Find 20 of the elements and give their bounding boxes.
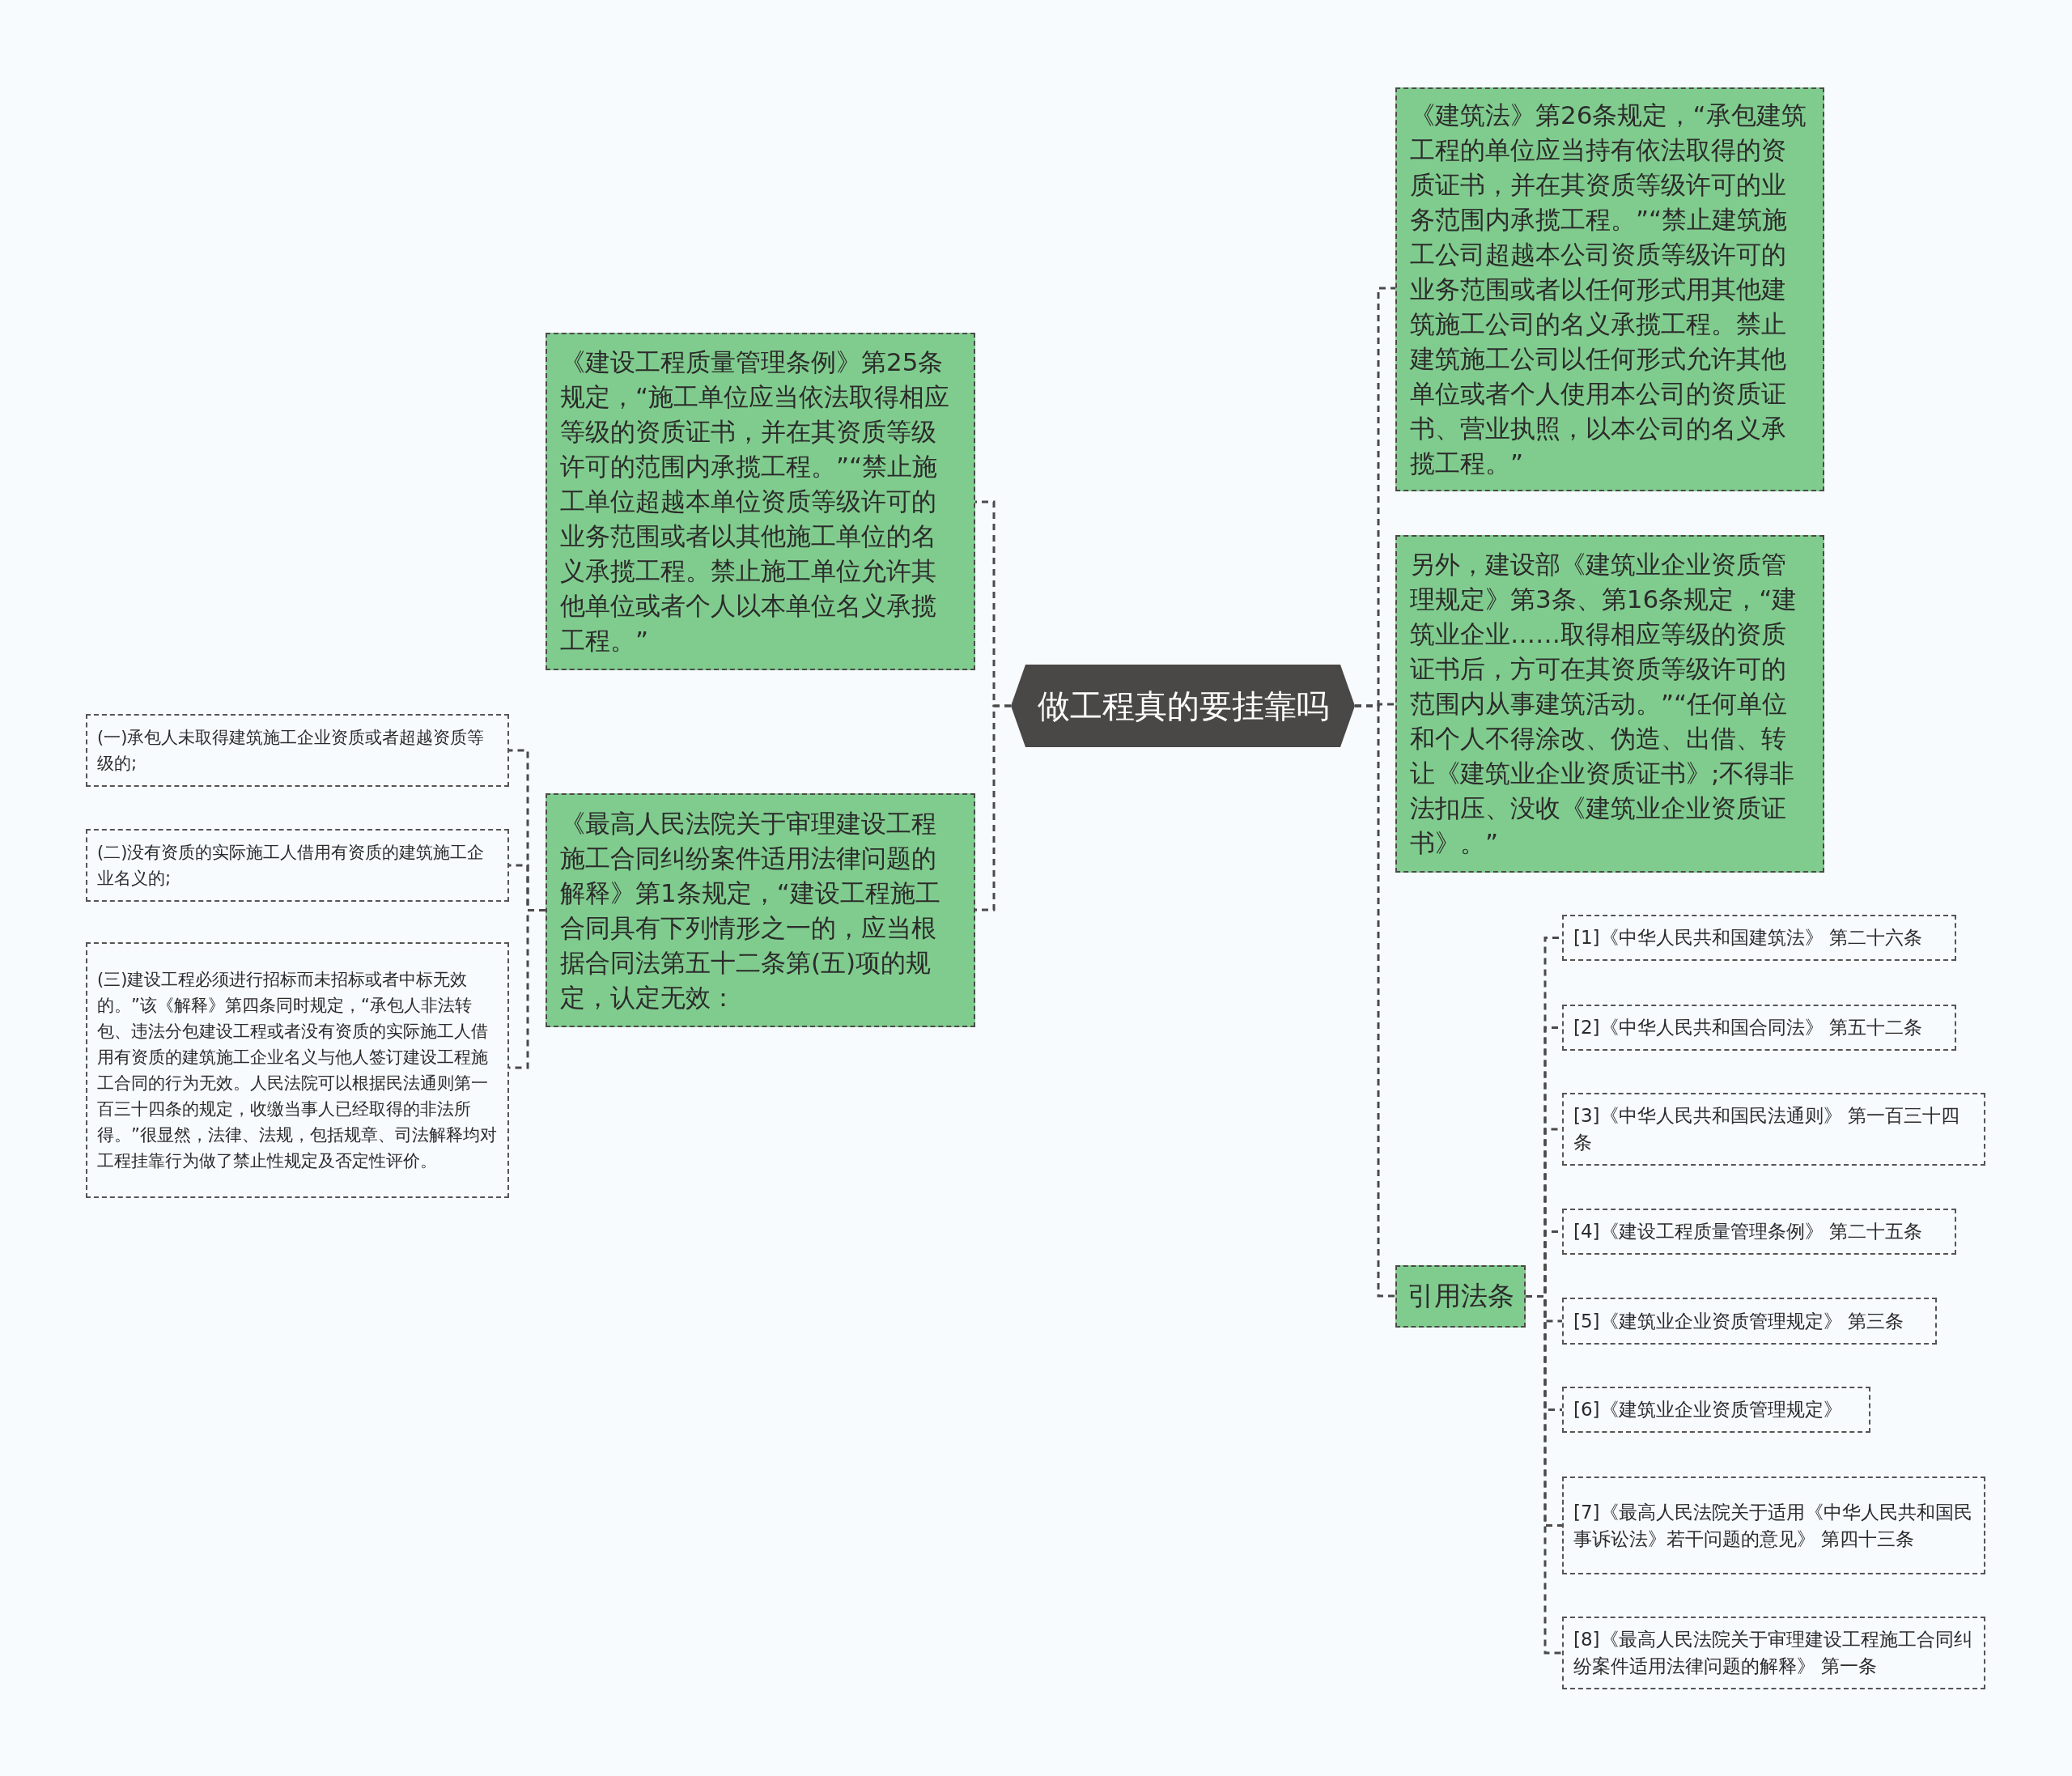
topic-box: 《建设工程质量管理条例》第25条规定，“施工单位应当依法取得相应等级的资质证书，并在其资质等级许可的范围内承揽工程。”“禁止施工单位超越本单位资质等级许可的业务范围或者以其他施工单位的名义承揽工程。禁止施工单位允许其他单位或者个人以本单位名义承揽工程。” — [546, 333, 975, 670]
subtopic-box: (一)承包人未取得建筑施工企业资质或者超越资质等级的; — [86, 714, 509, 787]
citation-box: [8]《最高人民法院关于审理建设工程施工合同纠纷案件适用法律问题的解释》 第一条 — [1562, 1617, 1985, 1689]
connector — [1526, 1295, 1562, 1655]
citation-box: [4]《建设工程质量管理条例》 第二十五条 — [1562, 1209, 1956, 1255]
subtopic-box: (二)没有资质的实际施工人借用有资质的建筑施工企业名义的; — [86, 829, 509, 902]
topic-box: 引用法条 — [1395, 1265, 1526, 1328]
citation-box: [7]《最高人民法院关于适用《中华人民共和国民事诉讼法》若干问题的意见》 第四十三条 — [1562, 1476, 1985, 1574]
connector — [1355, 704, 1395, 1298]
citation-box: [3]《中华人民共和国民法通则》 第一百三十四条 — [1562, 1093, 1985, 1166]
connector — [509, 909, 546, 1069]
citation-box: [5]《建筑业企业资质管理规定》 第三条 — [1562, 1298, 1937, 1345]
citation-box: [2]《中华人民共和国合同法》 第五十二条 — [1562, 1005, 1956, 1051]
subtopic-box: (三)建设工程必须进行招标而未招标或者中标无效的。”该《解释》第四条同时规定，“承包人非法转包、违法分包建设工程或者没有资质的实际施工人借用有资质的建筑施工企业名义与他人签订建设工程施工合同的行为无效。人民法院可以根据民法通则第一百三十四条的规定，收缴当事人已经取得的非法所得。”很显然，法律、法规，包括规章、司法解释均对工程挂靠行为做了禁止性规定及否定性评价。 — [86, 942, 509, 1198]
topic-box: 另外，建设部《建筑业企业资质管理规定》第3条、第16条规定，“建筑业企业……取得相应等级的资质证书后，方可在其资质等级许可的范围内从事建筑活动。”“任何单位和个人不得涂改、伪造、出借、转让《建筑业企业资质证书》;不得非法扣压、没收《建筑业企业资质证书》。” — [1395, 535, 1824, 873]
central-topic: 做工程真的要挂靠吗 — [1011, 665, 1355, 747]
topic-box: 《最高人民法院关于审理建设工程施工合同纠纷案件适用法律问题的解释》第1条规定，“建设工程施工合同具有下列情形之一的，应当根据合同法第五十二条第(五)项的规定，认定无效： — [546, 793, 975, 1027]
topic-box: 《建筑法》第26条规定，“承包建筑工程的单位应当持有依法取得的资质证书，并在其资质等级许可的业务范围内承揽工程。”“禁止建筑施工公司超越本公司资质等级许可的业务范围或者以任何形式用其他建筑施工公司的名义承揽工程。禁止建筑施工公司以任何形式允许其他单位或者个人使用本公司的资质证书、营业执照，以本公司的名义承揽工程。” — [1395, 87, 1824, 491]
citation-box: [1]《中华人民共和国建筑法》 第二十六条 — [1562, 915, 1956, 961]
citation-box: [6]《建筑业企业资质管理规定》 — [1562, 1387, 1870, 1433]
